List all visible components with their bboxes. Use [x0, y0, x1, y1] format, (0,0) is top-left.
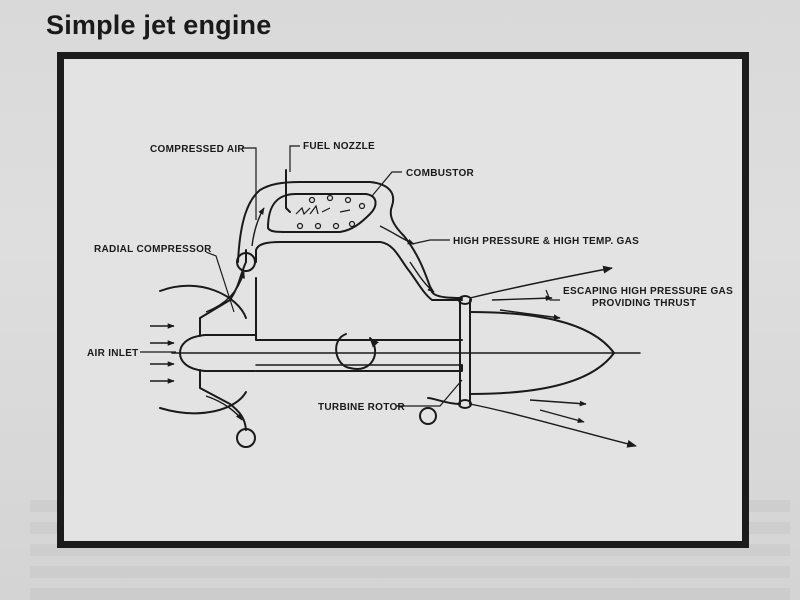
leader-escaping-gas	[545, 289, 560, 301]
lower-intake-lip	[159, 391, 247, 415]
compressor-hub	[179, 334, 256, 372]
label-air-inlet: AIR INLET	[87, 348, 139, 359]
fuel-nozzle	[285, 169, 291, 213]
lower-turbine-bulb	[419, 407, 437, 425]
page-title: Simple jet engine	[46, 10, 272, 40]
duct-flow-arrow	[251, 207, 265, 247]
compressor-housing-lower	[199, 369, 247, 431]
label-radial-compressor: RADIAL COMPRESSOR	[94, 244, 212, 255]
label-combustor: COMBUSTOR	[406, 168, 475, 179]
diagram-frame	[57, 52, 749, 548]
lower-casing	[427, 397, 461, 405]
turbine-blade-upper	[458, 295, 472, 305]
label-escaping-gas-line2: PROVIDING THRUST	[592, 298, 696, 309]
combustion-droplets	[295, 194, 366, 230]
turbine-disk	[459, 299, 471, 405]
lower-scroll-bulb	[236, 428, 256, 448]
compressor-flow-upper	[205, 271, 245, 313]
exhaust-arrow-1	[469, 265, 613, 299]
exhaust-arrow-3	[499, 309, 561, 320]
leader-turbine-rotor	[396, 379, 463, 407]
label-turbine-rotor: TURBINE ROTOR	[318, 402, 406, 413]
label-fuel-nozzle: FUEL NOZZLE	[303, 141, 375, 152]
label-compressed-air: COMPRESSED AIR	[150, 144, 245, 155]
inner-duct	[255, 241, 463, 301]
exhaust-arrow-4	[469, 403, 637, 448]
compressor-housing-upper	[199, 249, 247, 337]
rotation-arrow	[335, 333, 379, 371]
exhaust-cone	[469, 311, 615, 395]
exhaust-arrow-2	[491, 295, 553, 302]
compressor-flow-lower	[205, 395, 243, 421]
duct-flow-down	[409, 261, 435, 293]
leader-radial-compressor	[205, 251, 235, 313]
leader-high-pressure-gas	[411, 239, 450, 245]
leader-combustor	[371, 171, 402, 197]
leader-compressed-air	[242, 147, 257, 220]
exhaust-arrow-6	[539, 409, 585, 424]
label-high-pressure-gas: HIGH PRESSURE & HIGH TEMP. GAS	[453, 236, 639, 247]
leader-fuel-nozzle	[289, 145, 300, 172]
main-shaft-upper	[255, 277, 463, 341]
label-escaping-gas-line1: ESCAPING HIGH PRESSURE GAS	[563, 286, 733, 297]
combustor-inner-wall	[267, 193, 377, 233]
combustor-outflow	[379, 225, 415, 245]
exhaust-arrow-5	[529, 399, 587, 407]
main-shaft-lower	[255, 364, 463, 372]
upper-intake-lip	[159, 284, 247, 319]
